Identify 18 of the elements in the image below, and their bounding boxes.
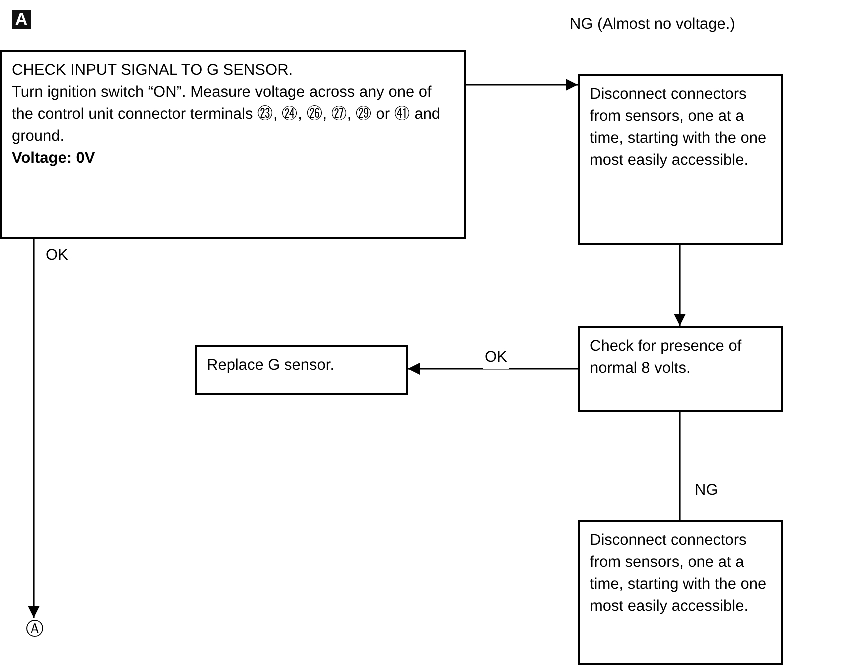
step-text: Disconnect connectors from sensors, one at a time, starting with the one most easily accessible. — [590, 85, 768, 171]
arrow — [674, 245, 686, 326]
spec-text: Voltage: 0V — [12, 149, 96, 169]
step-text: Check for presence of normal 8 volts. — [590, 337, 743, 379]
arrow — [408, 363, 578, 375]
step-box — [578, 520, 783, 665]
heading-text: CHECK INPUT SIGNAL TO G SENSOR. — [12, 61, 294, 81]
step-box — [578, 74, 783, 245]
step-text: Replace G sensor. — [207, 356, 336, 376]
step-box — [578, 326, 783, 412]
section-badge: A — [12, 10, 31, 29]
arrow — [28, 239, 40, 618]
connector-symbol: Ⓐ — [22, 618, 48, 642]
step-box — [195, 345, 408, 395]
step-text: Disconnect connectors from sensors, one at a time, starting with the one most easily accessible. — [590, 531, 768, 617]
arrow — [466, 79, 578, 91]
step-box — [0, 50, 466, 239]
instruction-text: Turn ignition switch “ON”. Measure voltage across any one of the control unit connector terminals ㉓, ㉔, ㉖, ㉗, ㉙ or ㊶ and ground. — [12, 83, 442, 147]
